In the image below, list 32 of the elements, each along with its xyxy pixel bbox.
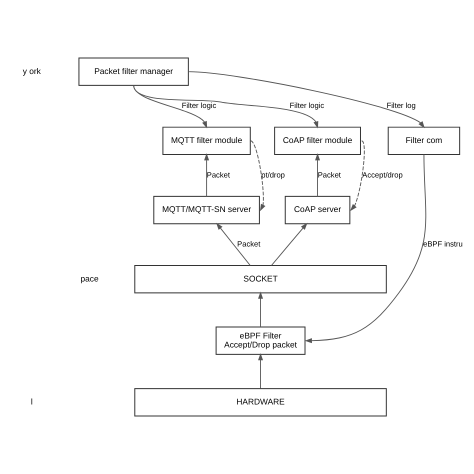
arrow — [188, 71, 425, 128]
edge-label: Packet — [318, 170, 341, 180]
edge-label: Filter logic — [182, 101, 216, 110]
arrow — [271, 222, 308, 266]
node-box: CoAP filter module — [274, 126, 361, 156]
arrow — [133, 84, 318, 128]
label: l — [30, 396, 33, 406]
node-box: MQTT filter module — [162, 126, 251, 156]
arrow — [250, 140, 266, 212]
arrow — [258, 292, 264, 328]
arrow — [350, 140, 365, 212]
node-box: CoAP server — [284, 196, 350, 224]
node-box: MQTT/MQTT-SN server — [153, 196, 260, 224]
edge-label: Filter logic — [290, 101, 324, 110]
arrow — [304, 154, 426, 344]
label: y ork — [22, 66, 41, 76]
arrow — [204, 153, 210, 197]
edge-label: Packet — [237, 240, 260, 248]
edge-label: pt/drop — [261, 170, 285, 180]
node-box: Filter com — [388, 126, 460, 156]
edge-label: Packet — [206, 170, 230, 180]
node-box: HARDWARE — [134, 388, 387, 416]
label: pace — [80, 273, 99, 284]
edge-label: Accept/drop — [362, 170, 403, 180]
node-box: eBPF Filter Accept/Drop packet — [216, 326, 306, 355]
edge-label: eBPF instru — [423, 240, 463, 248]
node-box: Packet filter manager — [78, 58, 189, 86]
node-box: SOCKET — [134, 265, 387, 294]
edge-label: Filter log — [386, 101, 416, 110]
arrow — [315, 153, 320, 197]
arrow — [258, 353, 264, 389]
arrow — [216, 222, 251, 266]
